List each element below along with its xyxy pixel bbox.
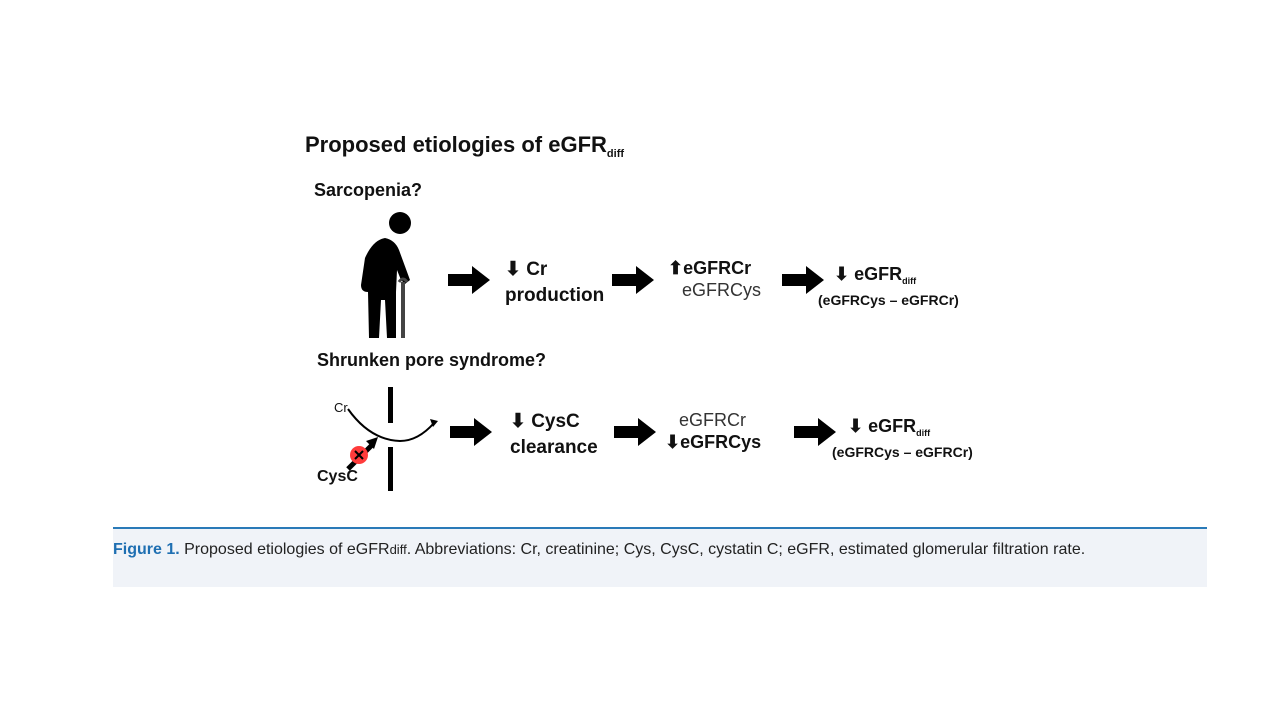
figure-caption: Figure 1. Proposed etiologies of eGFRdif…: [113, 538, 1213, 561]
step-line1: Cr: [526, 259, 548, 280]
shrunken-pore-heading: Shrunken pore syndrome?: [317, 350, 547, 370]
caption-text-1: Proposed etiologies of eGFR: [179, 541, 390, 558]
right-arrow-icon: [450, 418, 492, 446]
pore-cysc-label: CysC: [317, 468, 358, 485]
egfr-diff-note-row2: (eGFRCys – eGFRCr): [832, 444, 973, 460]
down-arrow-icon: ⬇: [510, 411, 526, 432]
right-arrow-icon: [612, 266, 654, 294]
step-line1: CysC: [531, 411, 580, 432]
result-text: eGFR: [854, 264, 903, 284]
caption-text-2: . Abbreviations: Cr, creatinine; Cys, Cy…: [406, 541, 1086, 558]
egfr-diff-result-row1: ⬇ eGFRdiff: [834, 264, 916, 286]
down-arrow-icon: ⬇: [848, 416, 864, 436]
right-arrow-icon: [782, 266, 824, 294]
diagram-title-text: Proposed etiologies of eGFR: [305, 132, 607, 157]
up-arrow-icon: ⬆: [668, 258, 684, 278]
egfr-cys-label: eGFRCys: [682, 280, 762, 300]
step-line2: production: [505, 285, 605, 306]
result-sub: diff: [916, 428, 931, 438]
diagram-title: Proposed etiologies of eGFRdiff: [305, 132, 624, 160]
down-arrow-icon: ⬇: [505, 259, 521, 280]
pore-cr-label: Cr: [334, 400, 348, 415]
cysc-clearance-step: ⬇ CysC clearance: [510, 409, 598, 461]
right-arrow-icon: [794, 418, 836, 446]
egfr-diff-note-row1: (eGFRCys – eGFRCr): [818, 292, 959, 308]
right-arrow-icon: [448, 266, 490, 294]
cr-production-step: ⬇ Cr production: [505, 257, 604, 309]
egfr-cr-label: eGFRCr: [683, 258, 752, 278]
right-arrow-icon: [614, 418, 656, 446]
egfr-cys-label: eGFRCys: [680, 432, 762, 452]
step-line2: clearance: [510, 437, 598, 458]
egfr-values-row1: ⬆eGFRCr eGFRCys: [668, 257, 761, 301]
egfr-values-row2: eGFRCr ⬇eGFRCys: [665, 409, 761, 453]
sarcopenia-heading: Sarcopenia?: [314, 180, 423, 200]
down-arrow-icon: ⬇: [665, 432, 681, 452]
result-text: eGFR: [868, 416, 917, 436]
figure-label: Figure 1.: [113, 541, 180, 558]
caption-sub: diff: [389, 542, 407, 557]
egfr-cr-label: eGFRCr: [679, 410, 746, 430]
elderly-person-icon: [361, 212, 411, 338]
pore-barrier-icon: [346, 387, 438, 491]
egfr-diff-result-row2: ⬇ eGFRdiff: [848, 416, 930, 438]
result-sub: diff: [902, 276, 917, 286]
diagram-title-sub: diff: [606, 148, 625, 160]
caption-box: [113, 527, 1207, 587]
down-arrow-icon: ⬇: [834, 264, 850, 284]
